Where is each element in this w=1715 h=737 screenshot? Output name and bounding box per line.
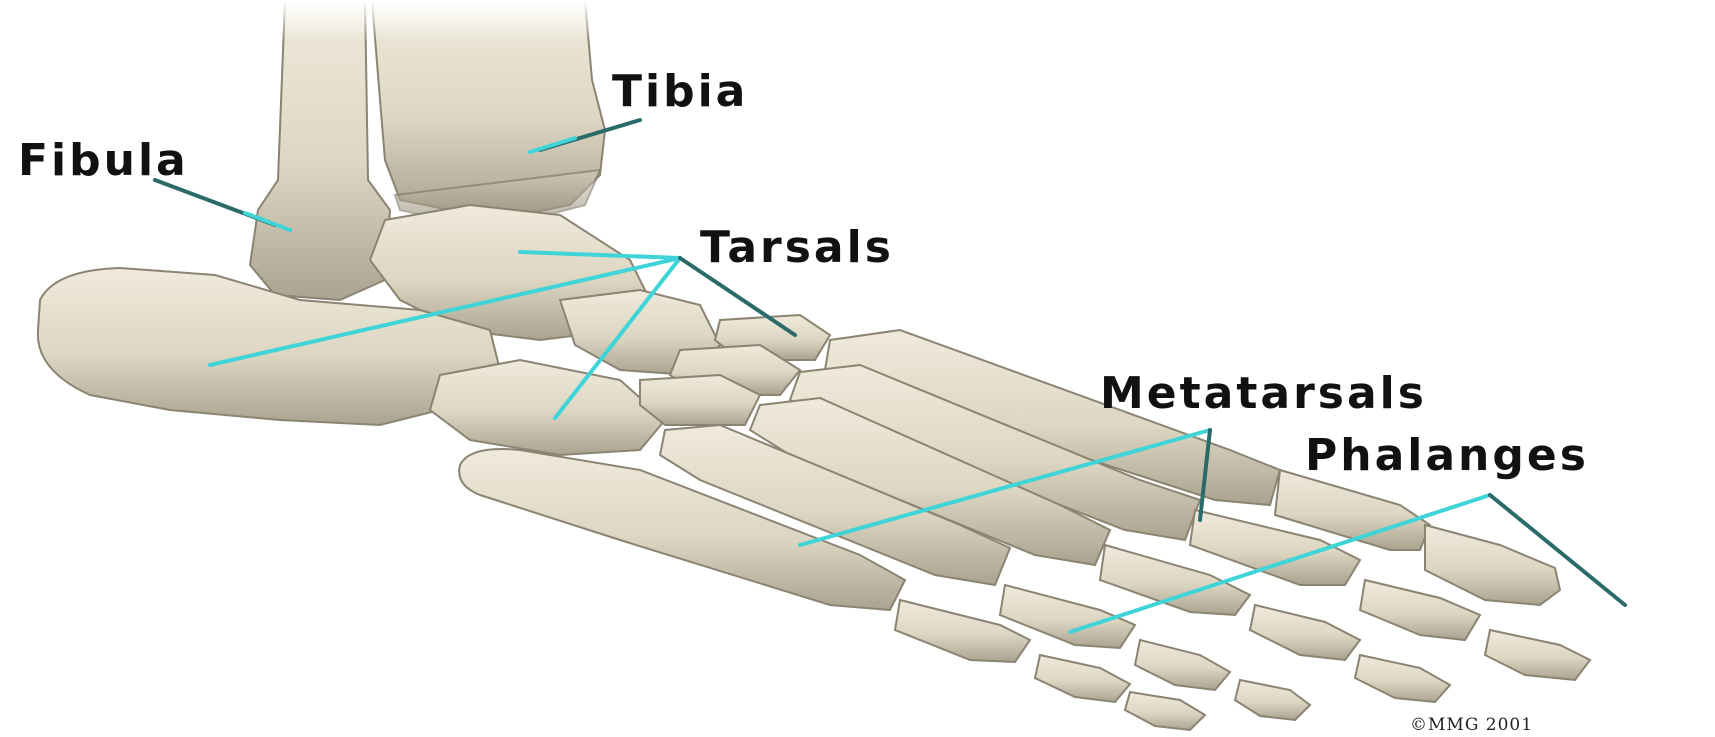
cuboid-bone: [430, 360, 665, 455]
label-tarsals: Tarsals: [700, 222, 894, 273]
copyright-notice: ©MMG 2001: [1410, 715, 1533, 735]
label-metatarsals: Metatarsals: [1100, 368, 1427, 419]
label-tibia: Tibia: [612, 66, 748, 117]
label-phalanges: Phalanges: [1305, 430, 1589, 481]
leg-fade-overlay: [250, 0, 610, 120]
label-fibula: Fibula: [18, 135, 189, 186]
